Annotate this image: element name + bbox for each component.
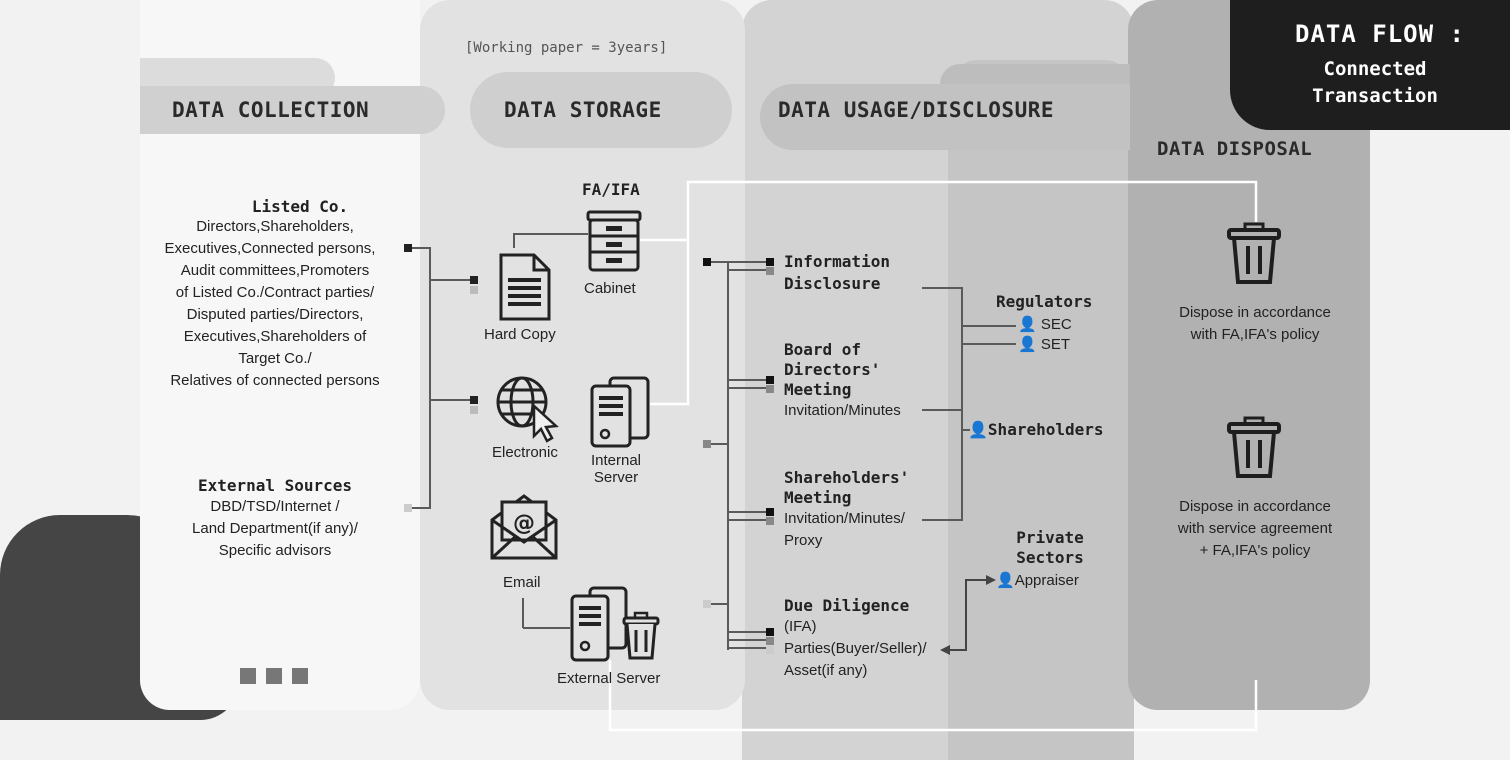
shareholders-label: 👤Shareholders: [968, 420, 1104, 439]
appraiser-label: 👤Appraiser: [996, 572, 1079, 589]
disposal-policy-1: with FA,IFA's policy: [1190, 326, 1320, 343]
board-meeting-sub: Invitation/Minutes: [784, 402, 901, 419]
pill-usage: [760, 84, 1130, 150]
fa-ifa-label: FA/IFA: [582, 180, 640, 199]
person-icon: 👤: [996, 572, 1015, 589]
due-diligence-sub: Parties(Buyer/Seller)/: [784, 640, 927, 657]
marker-square: [766, 267, 774, 275]
information-disclosure: Disclosure: [784, 274, 881, 293]
listed-co-line: of Listed Co./Contract parties/: [175, 284, 375, 301]
cabinet-label: Cabinet: [584, 280, 636, 297]
email-label: Email: [503, 574, 541, 591]
marker-square: [766, 517, 774, 525]
information-disclosure: Information: [784, 252, 890, 271]
header-data-disposal: DATA DISPOSAL: [1157, 138, 1313, 160]
more-indicator: [240, 668, 308, 689]
person-icon: 👤: [1018, 316, 1037, 333]
set-label: 👤 SET: [1018, 336, 1071, 353]
external-sources-line: DBD/TSD/Internet /: [210, 498, 340, 515]
board-meeting: Directors': [784, 360, 881, 379]
regulators-label: Regulators: [996, 292, 1093, 311]
pill-collection: [140, 86, 445, 134]
disposal-policy-2: Dispose in accordance: [1179, 498, 1331, 515]
external-sources-line: Specific advisors: [218, 542, 332, 559]
marker-square: [404, 244, 412, 252]
marker-square: [703, 258, 711, 266]
shareholders-meeting: Meeting: [784, 488, 852, 507]
marker-square: [766, 376, 774, 384]
marker-square: [766, 385, 774, 393]
external-sources-line: Land Department(if any)/: [192, 520, 358, 537]
header-data-usage: DATA USAGE/DISCLOSURE: [778, 98, 1055, 122]
marker-square: [766, 258, 774, 266]
due-diligence-sub: (IFA): [784, 618, 817, 635]
listed-co-title: Listed Co.: [251, 197, 349, 216]
listed-co-line: Disputed parties/Directors,: [186, 306, 364, 323]
diagram-title: DATA FLOW :: [1295, 20, 1465, 48]
listed-co-line: Executives,Shareholders of: [183, 328, 367, 345]
private-sectors-label: Private: [1016, 528, 1084, 547]
marker-square: [766, 646, 774, 654]
sec-label: 👤 SEC: [1018, 316, 1072, 333]
listed-co-line: Executives,Connected persons,: [164, 240, 376, 257]
marker-square: [703, 440, 711, 448]
due-diligence: Due Diligence: [784, 596, 910, 615]
person-icon: 👤: [968, 420, 988, 439]
diagram-subtitle-1: Connected: [1323, 58, 1427, 80]
external-sources-title: External Sources: [197, 476, 353, 495]
board-meeting: Board of: [784, 340, 862, 359]
marker-square: [470, 276, 478, 284]
hard-copy-label: Hard Copy: [484, 326, 556, 343]
marker-square: [766, 508, 774, 516]
column-data-usage-inner: [948, 60, 1134, 760]
marker-square: [703, 600, 711, 608]
diagram-subtitle-2: Transaction: [1312, 85, 1438, 107]
shareholders-meeting-sub: Invitation/Minutes/: [784, 510, 905, 527]
person-icon: 👤: [1018, 336, 1037, 353]
listed-co-line: Target Co./: [238, 350, 312, 367]
shareholders-meeting-sub: Proxy: [784, 532, 823, 549]
header-data-storage: DATA STORAGE: [504, 98, 662, 122]
electronic-label: Electronic: [492, 444, 558, 461]
disposal-policy-2: with service agreement: [1177, 520, 1333, 537]
marker-square: [470, 406, 478, 414]
internal-server-label: Internal: [590, 452, 642, 469]
disposal-policy-1: Dispose in accordance: [1179, 304, 1331, 321]
marker-square: [470, 396, 478, 404]
marker-square: [766, 637, 774, 645]
svg-text:@: @: [513, 511, 535, 536]
shareholders-meeting: Shareholders': [784, 468, 910, 487]
marker-square: [470, 286, 478, 294]
title-box: [1230, 0, 1510, 130]
pill-storage: [470, 72, 732, 148]
board-meeting: Meeting: [784, 380, 852, 399]
external-server-label: External Server: [557, 670, 661, 687]
internal-server-label: Server: [593, 469, 639, 486]
private-sectors-label: Sectors: [1016, 548, 1084, 567]
marker-square: [766, 628, 774, 636]
listed-co-line: Directors,Shareholders,: [196, 218, 354, 235]
listed-co-line: Relatives of connected persons: [170, 372, 380, 389]
disposal-policy-2: + FA,IFA's policy: [1199, 542, 1311, 559]
marker-square: [404, 504, 412, 512]
due-diligence-sub: Asset(if any): [784, 662, 868, 679]
listed-co-line: Audit committees,Promoters: [180, 262, 370, 279]
header-data-collection: DATA COLLECTION: [172, 98, 370, 122]
working-paper-note: [Working paper = 3years]: [465, 40, 668, 56]
